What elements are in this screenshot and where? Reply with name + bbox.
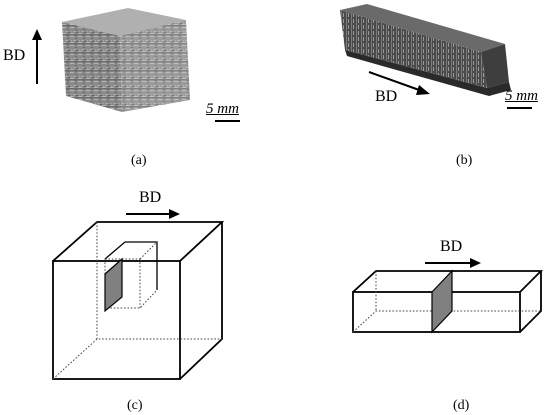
bd-label-b: BD	[375, 88, 398, 105]
bar-right-edges	[519, 271, 542, 333]
sample-a-top	[62, 8, 186, 36]
panel-d: BD (d)	[275, 185, 550, 415]
sample-b-end	[481, 44, 509, 88]
bd-label-a: BD	[3, 47, 26, 64]
sample-a-front	[62, 22, 122, 112]
cube-right-edges	[179, 222, 223, 380]
panel-b: BD 5 mm (b)	[275, 0, 550, 180]
bd-label-d: BD	[440, 238, 463, 255]
section-plane-c	[104, 257, 123, 313]
scale-label-a: 5 mm	[206, 101, 239, 117]
caption-d: (d)	[453, 398, 470, 413]
sample-b-front	[340, 10, 487, 88]
bd-arrow-b	[368, 71, 423, 92]
panel-d-graphics	[352, 258, 544, 334]
cube-front-face	[52, 260, 181, 380]
panel-b-graphics	[340, 4, 532, 109]
bar-top-edges	[352, 270, 544, 293]
bd-arrowhead-b	[416, 85, 430, 95]
sample-b-base	[345, 50, 511, 96]
panel-c-graphics	[52, 209, 225, 380]
caption-b: (b)	[456, 153, 473, 168]
bar-hidden-edges	[352, 310, 541, 333]
caption-a: (a)	[131, 153, 147, 168]
panel-a-graphics	[32, 8, 240, 122]
bd-label-c: BD	[139, 189, 162, 206]
sample-b-top	[340, 4, 505, 52]
bd-arrowhead-a	[32, 29, 42, 40]
cube-hidden-edges	[52, 338, 222, 380]
sample-a-side	[120, 20, 190, 112]
scale-label-b: 5 mm	[505, 88, 538, 104]
panel-c: BD (c)	[0, 185, 275, 415]
inner-cube-solid-edges	[104, 241, 158, 290]
panel-a: BD 5 mm (a)	[0, 0, 275, 180]
bd-arrowhead-c	[169, 209, 180, 219]
section-plane-d	[431, 269, 453, 334]
cube-top-edges	[52, 221, 225, 262]
caption-c: (c)	[127, 398, 143, 413]
inner-cube-hidden-mid	[139, 241, 158, 260]
bd-arrowhead-d	[470, 258, 481, 268]
